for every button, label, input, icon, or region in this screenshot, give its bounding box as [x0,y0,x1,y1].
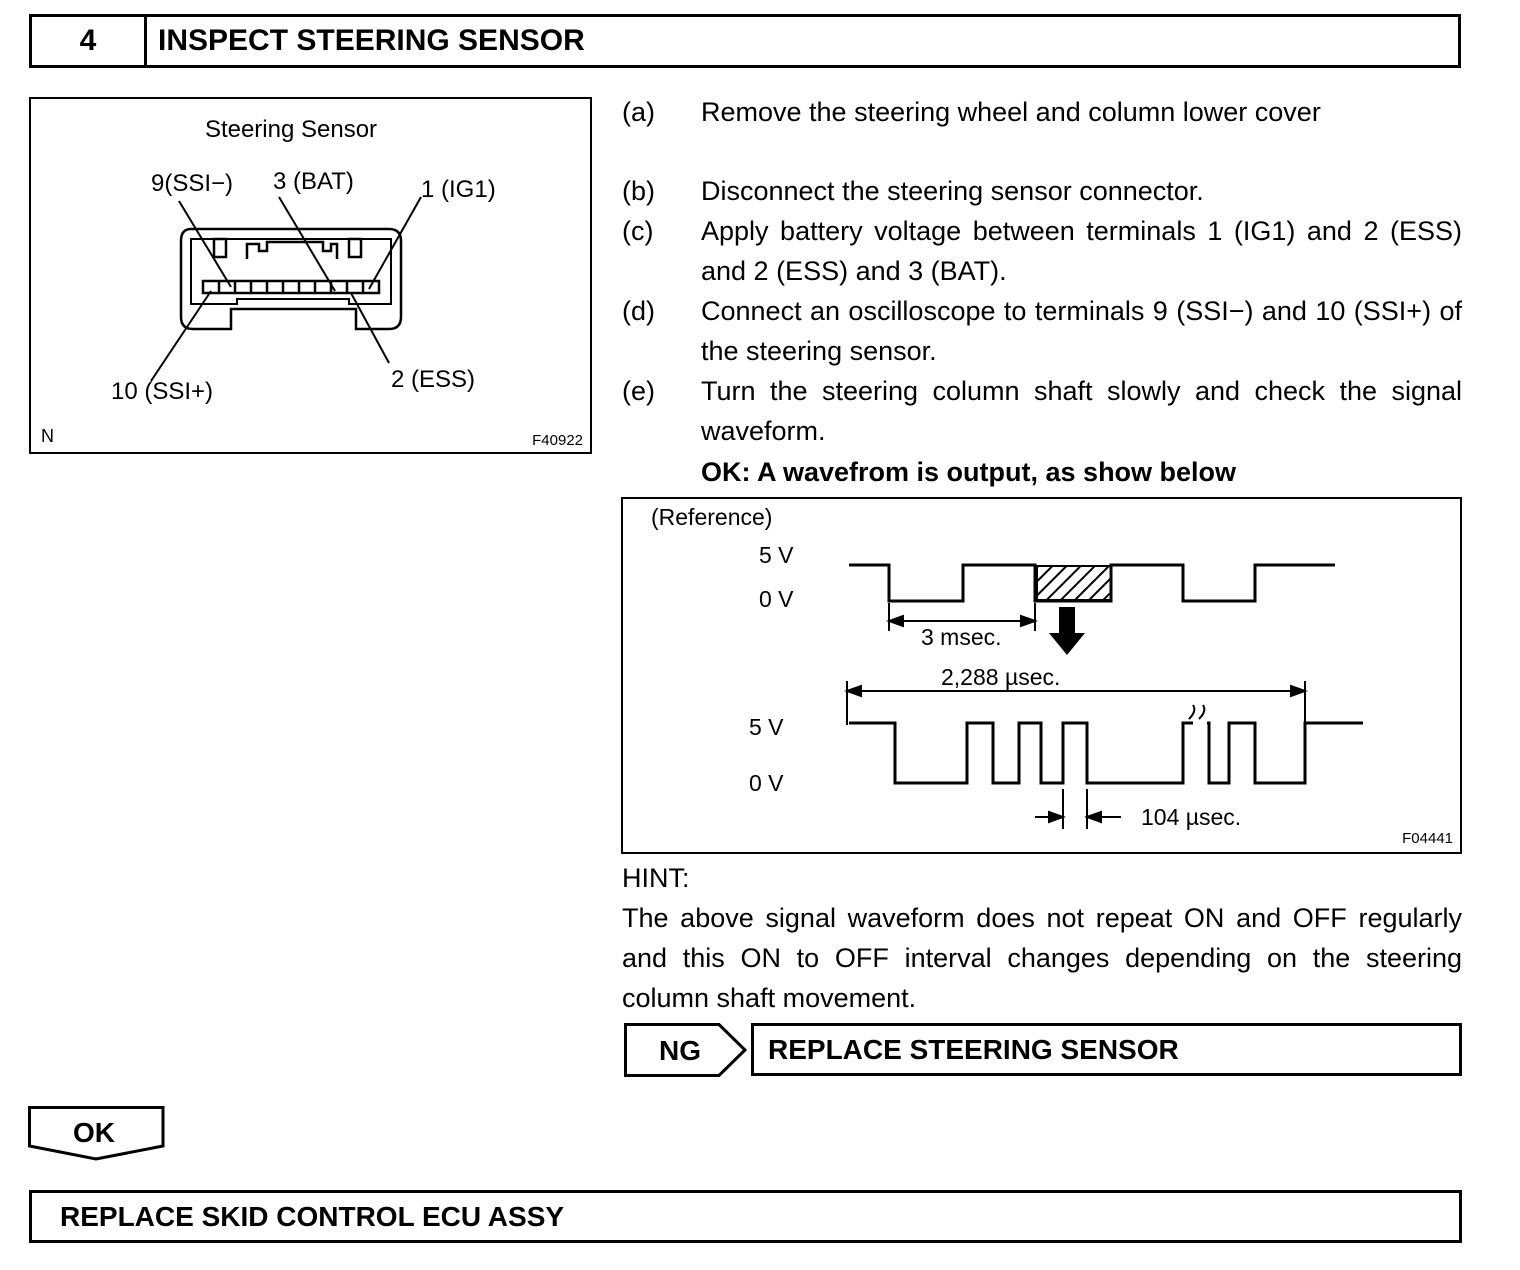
break-mark-icon [1188,704,1206,720]
step-a: (a) Remove the steering wheel and column… [622,92,1462,132]
label-ig1: 1 (IG1) [421,176,496,203]
waveform-figure-id: F04441 [1402,830,1453,847]
ok-condition: OK: A wavefrom is output, as show below [701,457,1237,487]
reference-label: (Reference) [651,504,772,530]
step-title: INSPECT STEERING SENSOR [158,24,585,57]
connector-shape [179,227,403,331]
ok-tag: OK [28,1106,165,1161]
label-ssi-minus: 9(SSI−) [151,170,233,197]
leader-lines [150,196,422,382]
period-dimension [886,603,1038,631]
ok-action-text: REPLACE SKID CONTROL ECU ASSY [60,1200,565,1232]
step-header: 4 INSPECT STEERING SENSOR [29,14,1461,68]
expand-arrow-icon [1049,607,1085,655]
hint-heading: HINT: [622,863,690,893]
step-c: (c) Apply battery voltage between termin… [622,211,1462,291]
figure-id: F40922 [532,432,583,449]
waveform-figure: (Reference) 5 V 0 V 3 msec. 2,288 µsec. … [621,497,1462,854]
step-label: (d) [622,296,655,326]
step-label: (e) [622,376,655,406]
step-label: (c) [622,216,654,246]
period-label: 3 msec. [921,624,1002,650]
corner-mark: N [41,426,54,446]
hint-text: The above signal waveform does not repea… [622,903,1462,1013]
lower-0v-label: 0 V [749,770,784,796]
upper-5v-label: 5 V [759,542,794,568]
hatched-segment [1036,565,1112,601]
lower-waveform [849,721,1363,785]
lower-5v-label: 5 V [749,714,784,740]
step-b: (b) Disconnect the steering sensor conne… [622,171,1462,211]
ok-tag-label: OK [73,1117,115,1148]
step-text: Disconnect the steering sensor connector… [701,176,1204,206]
ok-action-box: REPLACE SKID CONTROL ECU ASSY [29,1190,1462,1243]
step-text: Turn the steering column shaft slowly an… [701,376,1462,446]
label-bat: 3 (BAT) [273,168,354,195]
upper-0v-label: 0 V [759,586,794,612]
step-number: 4 [32,17,147,65]
frame-dimension [844,681,1308,725]
step-e: (e) Turn the steering column shaft slowl… [622,371,1462,451]
ng-tag-label: NG [659,1035,701,1066]
step-d: (d) Connect an oscilloscope to terminals… [622,291,1462,371]
step-text: Apply battery voltage between terminals … [701,216,1462,286]
ng-tag: NG [624,1023,748,1077]
bit-dimension [1035,789,1121,829]
step-text: Remove the steering wheel and column low… [701,97,1321,127]
label-ess: 2 (ESS) [391,366,475,393]
ng-action-text: REPLACE STEERING SENSOR [768,1033,1179,1065]
bit-label: 104 µsec. [1141,804,1241,830]
connector-figure: Steering Sensor 9(SSI−) 3 (BAT) 1 (IG1) … [29,97,592,454]
frame-label: 2,288 µsec. [941,664,1060,690]
label-ssi-plus: 10 (SSI+) [111,378,213,405]
connector-figure-title: Steering Sensor [205,116,377,143]
step-label: (b) [622,176,655,206]
connector-diagram: Steering Sensor 9(SSI−) 3 (BAT) 1 (IG1) … [41,116,583,449]
waveform-diagram: (Reference) 5 V 0 V 3 msec. 2,288 µsec. … [651,504,1453,847]
step-text: Connect an oscilloscope to terminals 9 (… [701,296,1462,366]
step-label: (a) [622,97,655,127]
ng-action-box: REPLACE STEERING SENSOR [751,1023,1462,1076]
